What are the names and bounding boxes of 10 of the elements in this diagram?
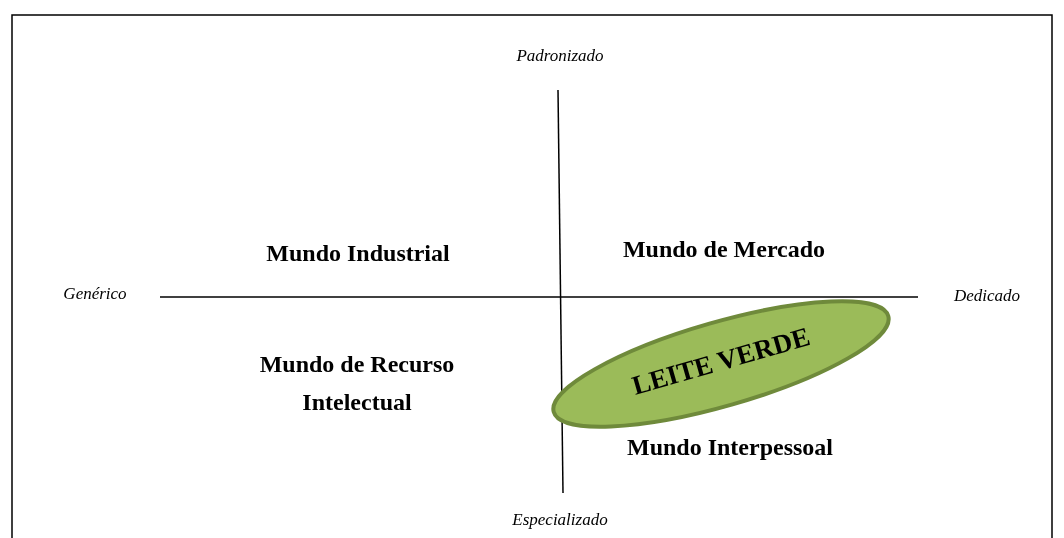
quadrant-label: Mundo de Recurso Intelectual [258, 350, 456, 418]
axis-label: Especializado [511, 510, 609, 530]
node-label: LEITE VERDE [627, 320, 815, 403]
quadrant-label: Mundo Interpessoal [626, 433, 834, 462]
ellipse-node [551, 299, 891, 429]
axis-label: Genérico [62, 284, 128, 304]
axis-label: Dedicado [952, 286, 1022, 306]
axis-label: Padronizado [515, 46, 605, 66]
quadrant-label: Mundo Industrial [265, 239, 451, 268]
quadrant-label: Mundo de Mercado [621, 235, 827, 264]
